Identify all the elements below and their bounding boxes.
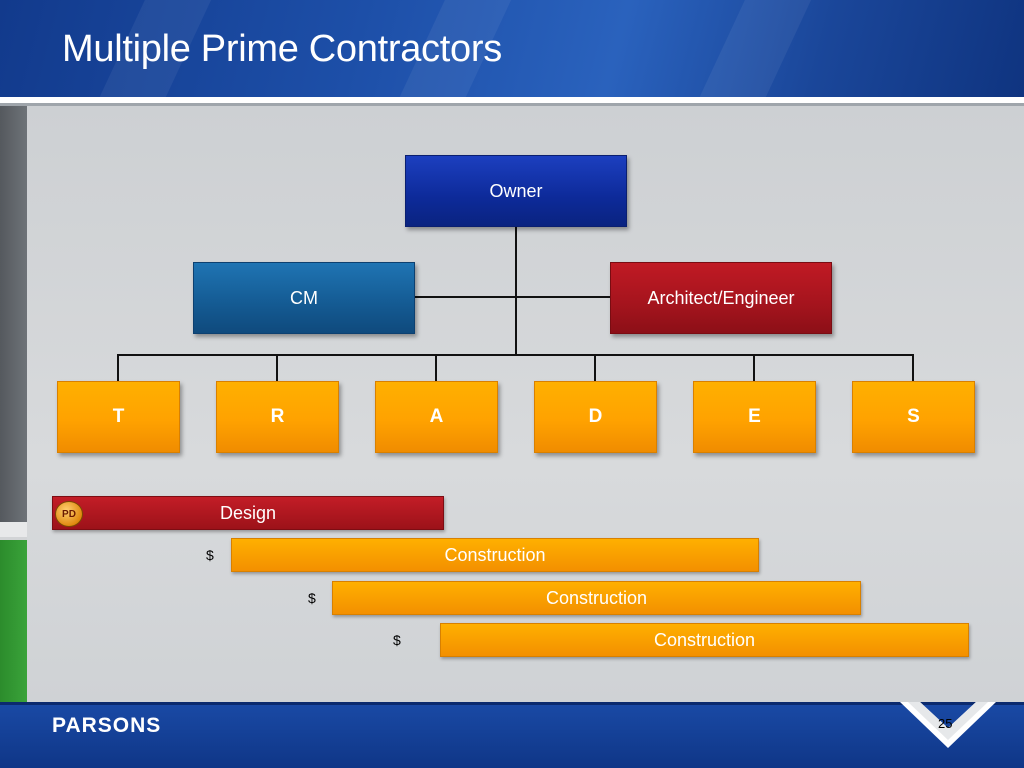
page-chevron-icon <box>900 702 996 748</box>
header-decoration <box>680 0 820 97</box>
contractor-label: D <box>588 406 603 427</box>
construction-label: Construction <box>653 629 756 650</box>
drop-line-d <box>594 354 596 381</box>
design-phase-bar: Design <box>52 496 444 530</box>
contractor-box-r: R <box>216 381 339 453</box>
contractor-box-e: E <box>693 381 816 453</box>
owner-trunk-line <box>515 225 517 356</box>
design-label: Design <box>219 502 277 523</box>
drop-line-e <box>753 354 755 381</box>
left-accent-gray <box>0 106 27 522</box>
drop-line-r <box>276 354 278 381</box>
contractor-box-s: S <box>852 381 975 453</box>
contractor-box-t: T <box>57 381 180 453</box>
cm-ae-connector-line <box>413 296 611 298</box>
contractor-label: R <box>270 406 285 427</box>
architect-engineer-label: Architect/Engineer <box>647 287 795 308</box>
contractor-label: S <box>907 406 920 427</box>
left-accent-green <box>0 540 27 702</box>
construction-label: Construction <box>444 544 546 565</box>
pd-badge-icon: PD <box>55 501 83 527</box>
page-number: 25 <box>938 716 953 731</box>
dollar-marker: $ <box>308 590 316 606</box>
contractor-bus-line <box>117 354 914 356</box>
slide-footer <box>0 702 1024 768</box>
architect-engineer-box: Architect/Engineer <box>610 262 832 334</box>
drop-line-s <box>912 354 914 381</box>
contractor-box-a: A <box>375 381 498 453</box>
cm-box: CM <box>193 262 415 334</box>
slide-title: Multiple Prime Contractors <box>62 28 502 70</box>
left-accent-gap <box>0 522 27 537</box>
drop-line-a <box>435 354 437 381</box>
construction-bar-3: Construction <box>440 623 969 657</box>
dollar-marker: $ <box>393 632 401 648</box>
dollar-marker: $ <box>206 547 214 563</box>
construction-bar-1: Construction <box>231 538 759 572</box>
header-divider <box>0 97 1024 103</box>
slide-header: Multiple Prime Contractors <box>0 0 1024 97</box>
drop-line-t <box>117 354 119 381</box>
cm-label: CM <box>290 287 318 308</box>
owner-box: Owner <box>405 155 627 227</box>
footer-divider <box>0 702 1024 705</box>
construction-label: Construction <box>545 587 648 608</box>
owner-label: Owner <box>489 180 543 201</box>
parsons-logo: PARSONS <box>52 714 162 737</box>
contractor-box-d: D <box>534 381 657 453</box>
contractor-label: A <box>429 406 444 427</box>
contractor-label: T <box>112 406 125 427</box>
header-divider-shadow <box>0 103 1024 106</box>
construction-bar-2: Construction <box>332 581 861 615</box>
contractor-label: E <box>748 406 761 427</box>
